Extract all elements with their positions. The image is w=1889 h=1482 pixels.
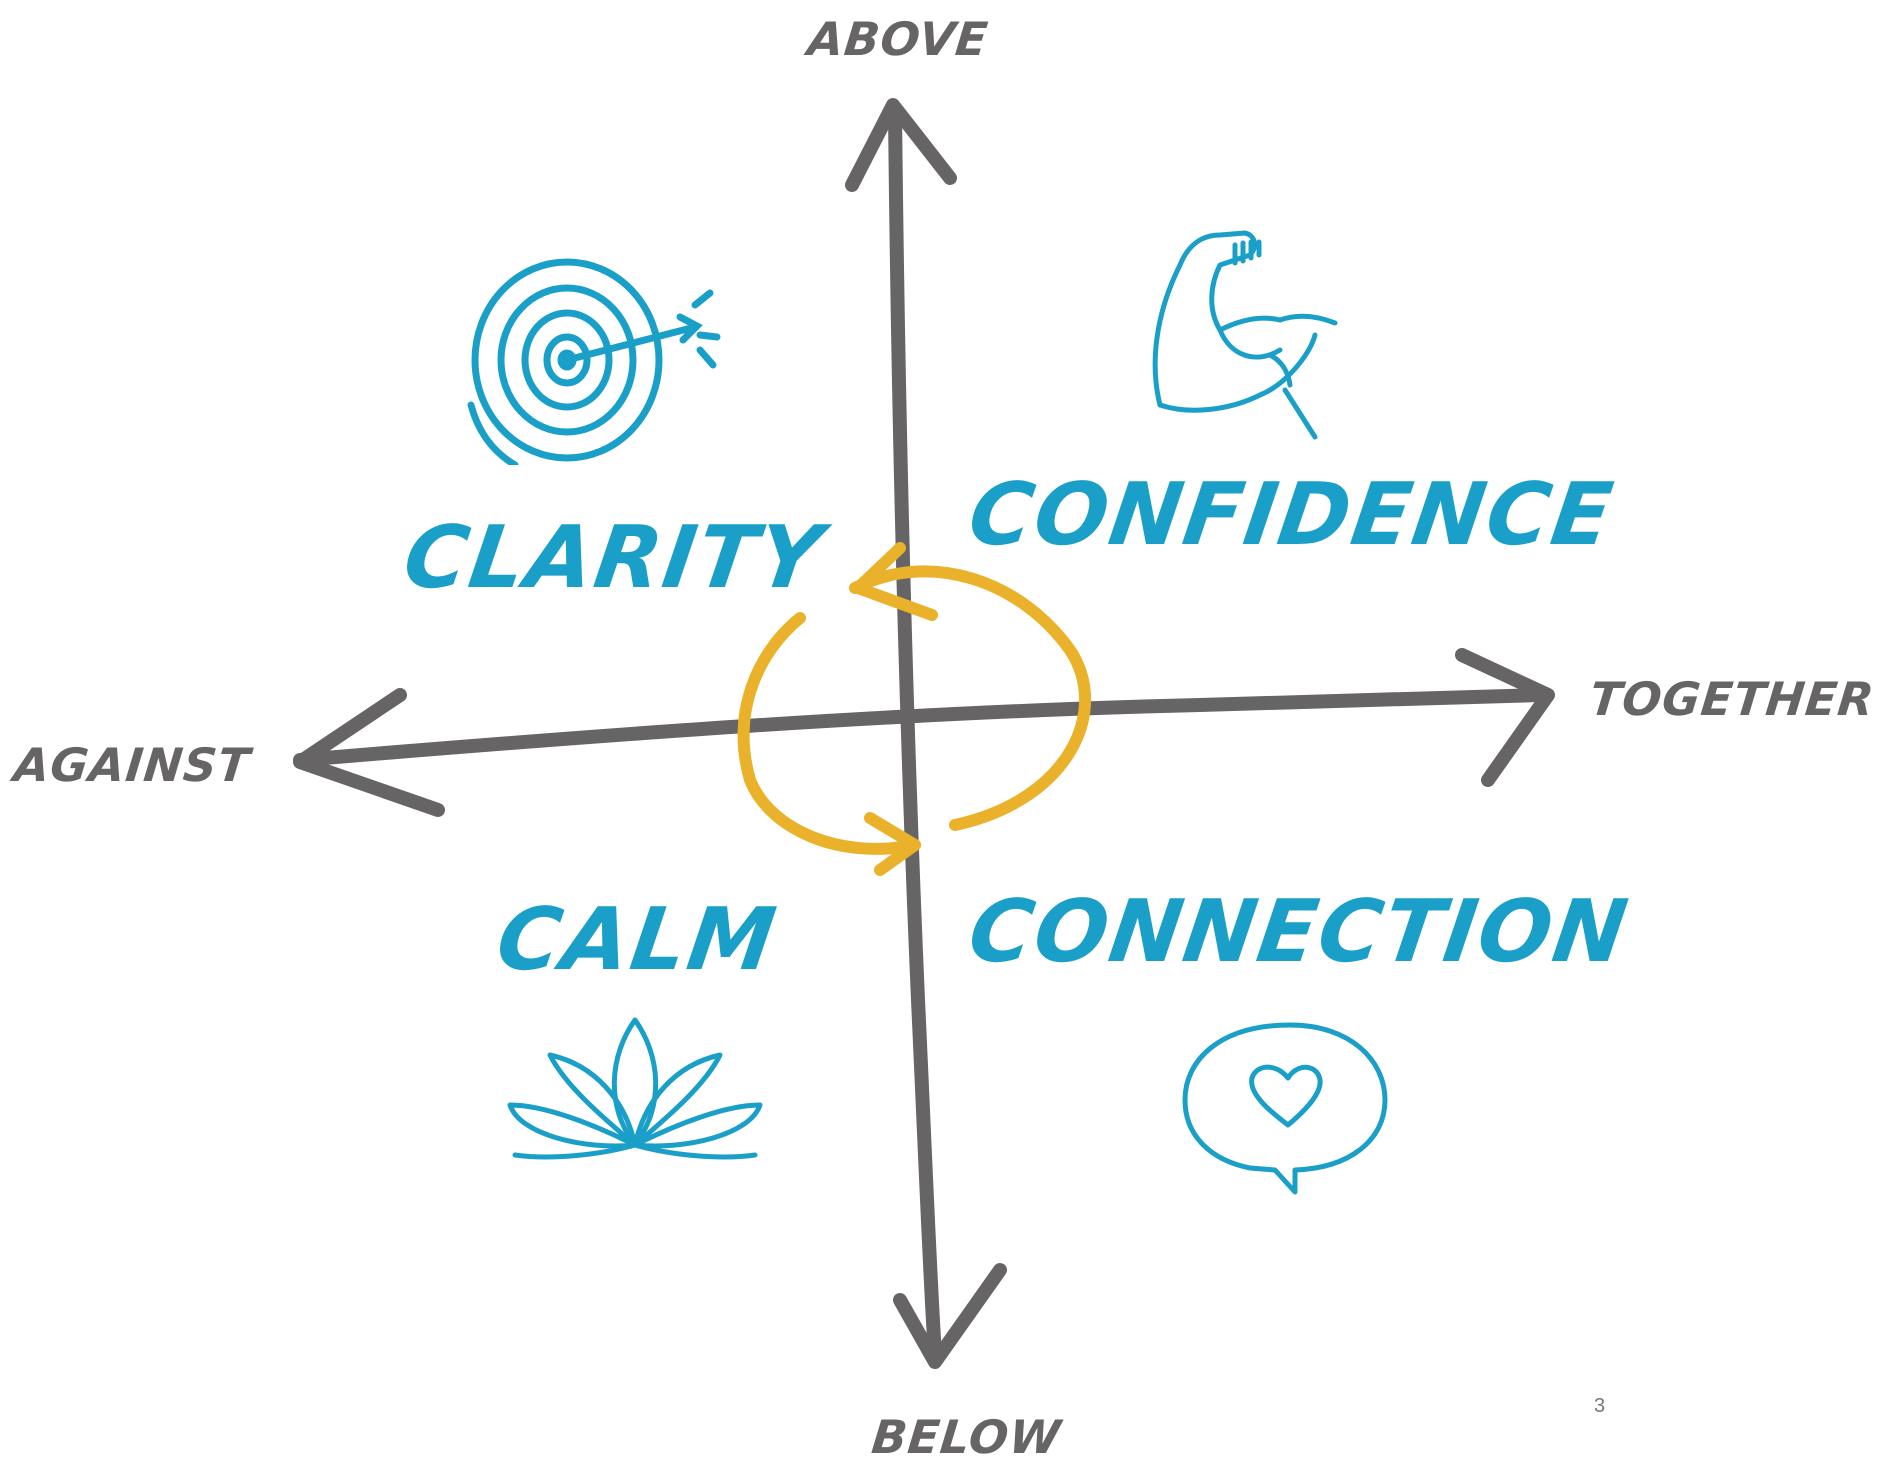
cycle-arrows-icon [737, 542, 1092, 876]
axis-label-above: ABOVE [805, 12, 991, 66]
horizontal-axis [293, 688, 1547, 767]
flexed-arm-icon [1152, 230, 1338, 440]
left-arrowhead-icon [293, 688, 445, 817]
axis-label-together: TOGETHER [1587, 672, 1878, 726]
target-icon [467, 258, 721, 465]
heart-speech-bubble-icon [1182, 1022, 1388, 1195]
right-arrowhead-icon [1455, 648, 1555, 787]
quadrant-label-clarity: CLARITY [397, 508, 830, 608]
page-number: 3 [1594, 1395, 1606, 1417]
axis-label-against: AGAINST [11, 738, 253, 792]
quadrant-label-confidence: CONFIDENCE [962, 465, 1620, 565]
up-arrowhead-icon [845, 98, 957, 192]
lotus-icon [507, 1017, 763, 1160]
vertical-axis [888, 105, 942, 1362]
quadrant-label-connection: CONNECTION [962, 882, 1635, 982]
axis-label-below: BELOW [869, 1410, 1064, 1464]
down-arrowhead-icon [893, 1263, 1007, 1369]
quadrant-label-calm: CALM [490, 890, 784, 990]
